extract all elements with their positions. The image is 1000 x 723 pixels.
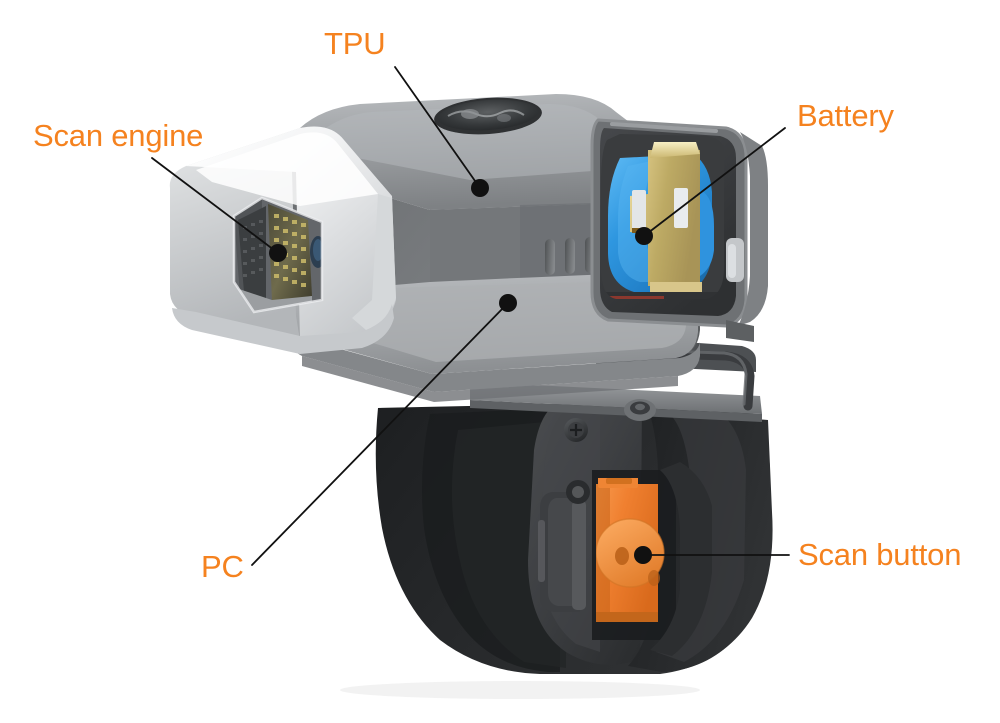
vent-slots bbox=[545, 237, 595, 275]
screw-icon bbox=[564, 418, 588, 442]
callout-label-tpu: TPU bbox=[324, 26, 386, 61]
callout-label-scan-engine: Scan engine bbox=[33, 118, 204, 153]
callout-label-pc: PC bbox=[201, 549, 244, 584]
callout-label-scan-button: Scan button bbox=[798, 537, 962, 572]
battery-bay bbox=[590, 118, 768, 342]
callout-label-battery: Battery bbox=[797, 98, 894, 133]
